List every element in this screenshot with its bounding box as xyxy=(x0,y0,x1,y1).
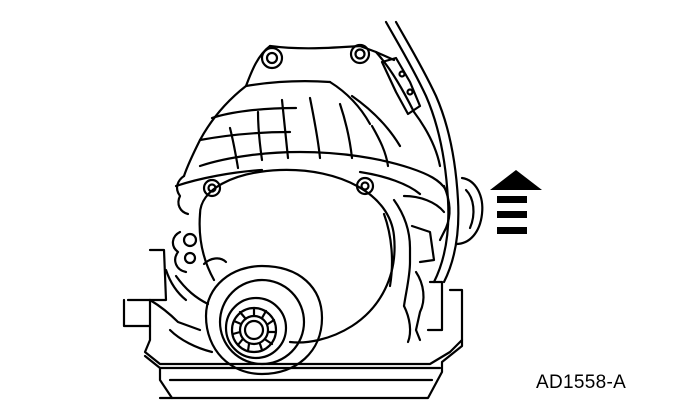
cooler-lines xyxy=(380,20,460,284)
converter-housing xyxy=(198,168,396,344)
oil-pan xyxy=(122,298,464,400)
mounting-flange xyxy=(171,150,448,274)
case-side xyxy=(382,184,464,344)
extension-housing xyxy=(204,264,324,376)
output-shaft-spline xyxy=(230,306,278,354)
bracket xyxy=(454,176,484,246)
bell-housing xyxy=(182,43,442,178)
case-left xyxy=(148,248,228,354)
figure-id-label: AD1558-A xyxy=(536,372,627,393)
arrow-up-icon xyxy=(490,170,542,234)
